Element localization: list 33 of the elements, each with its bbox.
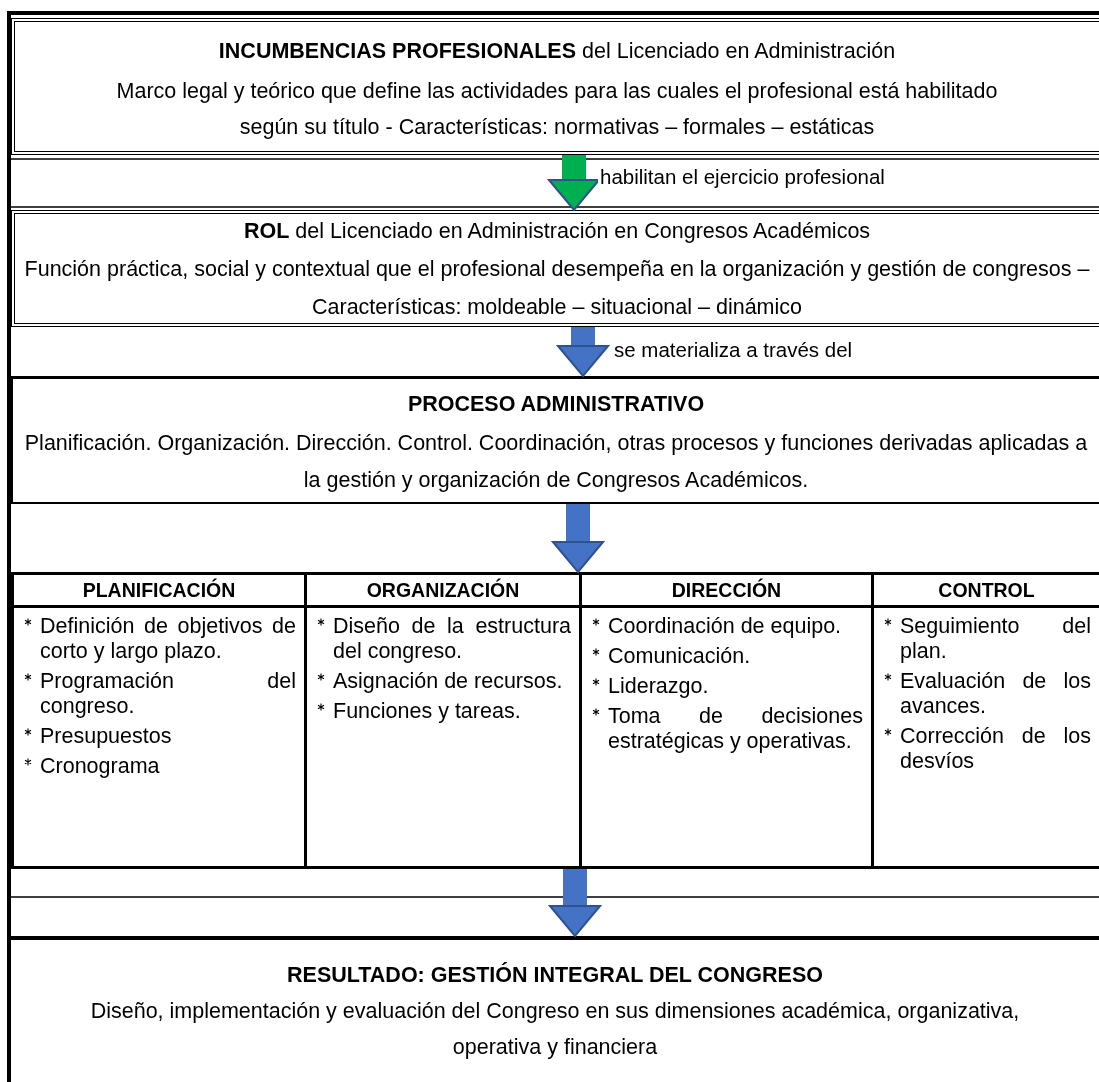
column-heading: PLANIFICACIÓN [82,578,236,602]
process-box [11,210,1099,327]
function-table [11,572,1099,869]
table-column [14,575,307,866]
table-column [307,575,582,866]
box-description: Marco legal y teórico que define las actividades para las cuales el profesional está habilitado según su título - Características: normativas – formales – estáticas [115,77,999,141]
box-description: Planificación. Organización. Dirección. Control. Coordinación, otras procesos y funciones derivadas aplicadas a la gestión y organización de Congresos Académicos. [23,429,1089,494]
box-description: Función práctica, social y contextual que el profesional desempeña en la organización y gestión de congresos – Características: moldeable – situacional – dinámico [23,255,1091,321]
table-column [582,575,874,866]
column-heading: CONTROL [938,578,1035,602]
list-item: Liderazgo. [608,674,710,699]
list-item: Seguimiento del plan. [900,614,1091,664]
list-item: Funciones y tareas. [333,699,522,724]
list-item: Programación del congreso. [40,669,296,719]
box-heading: RESULTADO: GESTIÓN INTEGRAL DEL CONGRESO [286,961,824,989]
process-box [11,18,1099,155]
list-item: Evaluación de los avances. [900,669,1091,719]
box-heading: ROL del Licenciado en Administración en Congresos Académicos [242,217,872,245]
column-heading: DIRECCIÓN [671,578,782,602]
box-heading: INCUMBENCIAS PROFESIONALES del Licenciado en Administración [217,37,897,65]
list-item: Definición de objetivos de corto y largo plazo. [40,614,296,664]
list-item: Cronograma [40,754,161,779]
list-item: Coordinación de equipo. [608,614,843,639]
box-description: Diseño, implementación y evaluación del Congreso en sus dimensiones académica, organizativa, operativa y financiera [89,998,1021,1061]
process-box [11,376,1099,504]
list-item: Corrección de los desvíos [900,724,1091,774]
list-item: Asignación de recursos. [333,669,564,694]
column-heading: ORGANIZACIÓN [366,578,520,602]
box-heading: PROCESO ADMINISTRATIVO [406,390,706,418]
list-item: Presupuestos [40,724,173,749]
list-item: Toma de decisiones estratégicas y operativas. [608,704,863,754]
list-item: Comunicación. [608,644,752,669]
list-item: Diseño de la estructura del congreso. [333,614,571,664]
